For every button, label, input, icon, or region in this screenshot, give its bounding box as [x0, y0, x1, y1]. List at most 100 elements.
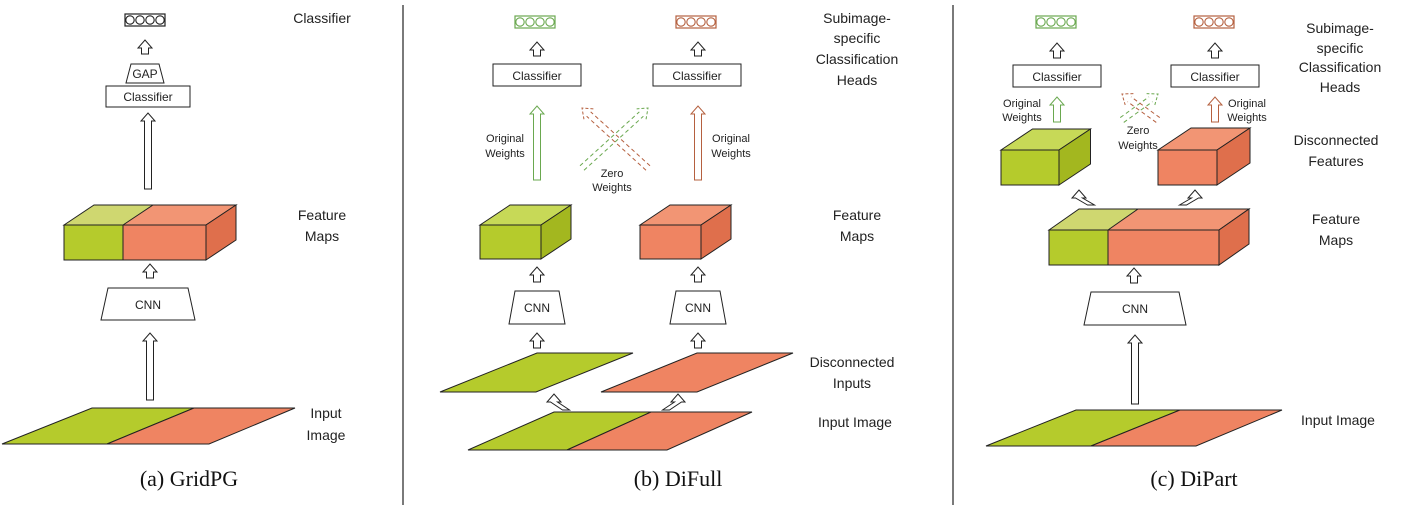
zero-weights-2: Weights	[592, 182, 632, 194]
cube-side	[700, 204, 732, 260]
caption-dipart: (c) DiPart	[1150, 466, 1237, 491]
input-image-label-1: Input	[310, 405, 341, 421]
disconnected-features-label-1: Disconnected	[1294, 132, 1379, 148]
disconnected-inputs-label-2: Inputs	[833, 375, 871, 391]
zero-weights-arrow-green-icon	[1119, 93, 1159, 123]
orig-weights-right-1: Original	[712, 133, 750, 145]
disconnected-feature-red	[1156, 127, 1252, 186]
up-arrow-icon	[528, 332, 546, 349]
heads-label-2: specific	[1317, 40, 1364, 56]
feature-block-red	[638, 204, 733, 260]
cnn-label: CNN	[1122, 302, 1148, 316]
classifier-right-box	[652, 63, 742, 87]
cnn-right-trapezoid	[669, 290, 727, 325]
up-arrow-icon	[1048, 42, 1066, 59]
vector-unit	[145, 15, 155, 25]
dashed-head	[636, 107, 649, 120]
output-vector-icon	[1193, 15, 1235, 29]
classifier-right-label: Classifier	[1190, 70, 1239, 84]
vector-unit	[125, 15, 135, 25]
heads-label-3: Classification	[1299, 59, 1381, 75]
vector-frame	[675, 15, 717, 29]
cube-front	[639, 224, 702, 260]
arrow-shape	[528, 41, 546, 57]
vector-unit	[535, 17, 545, 27]
cube-front	[1000, 149, 1060, 186]
classifier-left-label: Classifier	[1032, 70, 1081, 84]
arrow-shape	[139, 112, 157, 190]
input-image-red	[1090, 409, 1283, 447]
arrow-shape	[1126, 334, 1144, 405]
input-image-label: Input Image	[818, 414, 892, 430]
arrow-shape	[528, 105, 546, 181]
feature-maps-label-2: Maps	[305, 228, 339, 244]
dashed-shaft	[583, 115, 644, 171]
vector-unit	[706, 17, 716, 27]
up-arrow-icon	[528, 41, 546, 57]
heads-label-3: Classification	[816, 51, 898, 67]
arrow-shape	[689, 332, 707, 349]
arrow-shape	[141, 263, 159, 279]
gap-label: GAP	[132, 67, 157, 81]
dashed-shaft	[1119, 96, 1150, 118]
vector-frame	[1193, 15, 1235, 29]
vector-unit	[545, 17, 555, 27]
dashed-shaft	[590, 111, 651, 167]
vector-unit	[1066, 17, 1076, 27]
classifier-box-label: Classifier	[123, 90, 172, 104]
zero-weights-1: Zero	[1127, 125, 1150, 137]
cube-side	[1058, 128, 1091, 186]
orig-weights-right-2: Weights	[711, 148, 751, 160]
classifier-box	[105, 85, 191, 108]
panel-dipart: Classifier Classifier Subimage- specific…	[985, 15, 1381, 491]
up-arrow-icon	[141, 332, 159, 401]
cnn-right-label: CNN	[685, 301, 711, 315]
vector-unit	[155, 15, 165, 25]
heads-label-4: Heads	[1320, 79, 1360, 95]
cube-side	[540, 204, 572, 260]
split-arrow-left-icon	[1070, 189, 1097, 206]
arrow-shape	[1048, 42, 1066, 59]
arrow-shape	[660, 393, 687, 411]
feature-maps-label-2: Maps	[840, 228, 874, 244]
up-arrow-icon	[1126, 334, 1144, 405]
feature-maps-label-1: Feature	[1312, 211, 1360, 227]
vector-unit	[515, 17, 525, 27]
original-weights-arrow-right-icon	[1206, 96, 1224, 123]
arrow-shape	[141, 332, 159, 401]
orig-weights-left-1: Original	[1003, 98, 1041, 110]
vector-unit	[1056, 17, 1066, 27]
orig-weights-left-1: Original	[486, 133, 524, 145]
feature-maps-label-1: Feature	[298, 207, 346, 223]
feature-maps-front-red	[1107, 229, 1220, 266]
up-arrow-icon	[1125, 267, 1143, 284]
disconnected-feature-green	[999, 128, 1093, 186]
vector-unit	[686, 17, 696, 27]
up-arrow-icon	[689, 332, 707, 349]
dashed-shaft	[579, 111, 640, 167]
cnn-label: CNN	[135, 298, 161, 312]
feature-maps-side	[205, 204, 237, 261]
heads-label-1: Subimage-	[823, 10, 891, 26]
up-arrow-icon	[141, 263, 159, 279]
dashed-shaft	[1127, 101, 1157, 123]
output-vector-icon	[675, 15, 717, 29]
feature-maps-label-2: Maps	[1319, 232, 1353, 248]
caption-gridpg: (a) GridPG	[140, 466, 238, 491]
arrow-shape	[689, 105, 707, 181]
arrow-shape	[1177, 189, 1204, 206]
output-vector-icon	[124, 13, 166, 27]
original-weights-arrow-right-icon	[689, 105, 707, 181]
up-arrow-icon	[689, 41, 707, 57]
arrow-shape	[136, 39, 154, 55]
panel-difull: Classifier Classifier Subimage- specific…	[439, 10, 898, 491]
input-image-label-2: Image	[307, 427, 346, 443]
cube-front	[1157, 149, 1218, 186]
cube-side	[1216, 127, 1251, 186]
split-arrow-right-icon	[660, 393, 687, 411]
arrow-shape	[1125, 267, 1143, 284]
vector-unit	[1204, 17, 1214, 27]
classifier-left-box	[1012, 64, 1102, 88]
up-arrow-icon	[139, 112, 157, 190]
heads-label-4: Heads	[837, 72, 877, 88]
